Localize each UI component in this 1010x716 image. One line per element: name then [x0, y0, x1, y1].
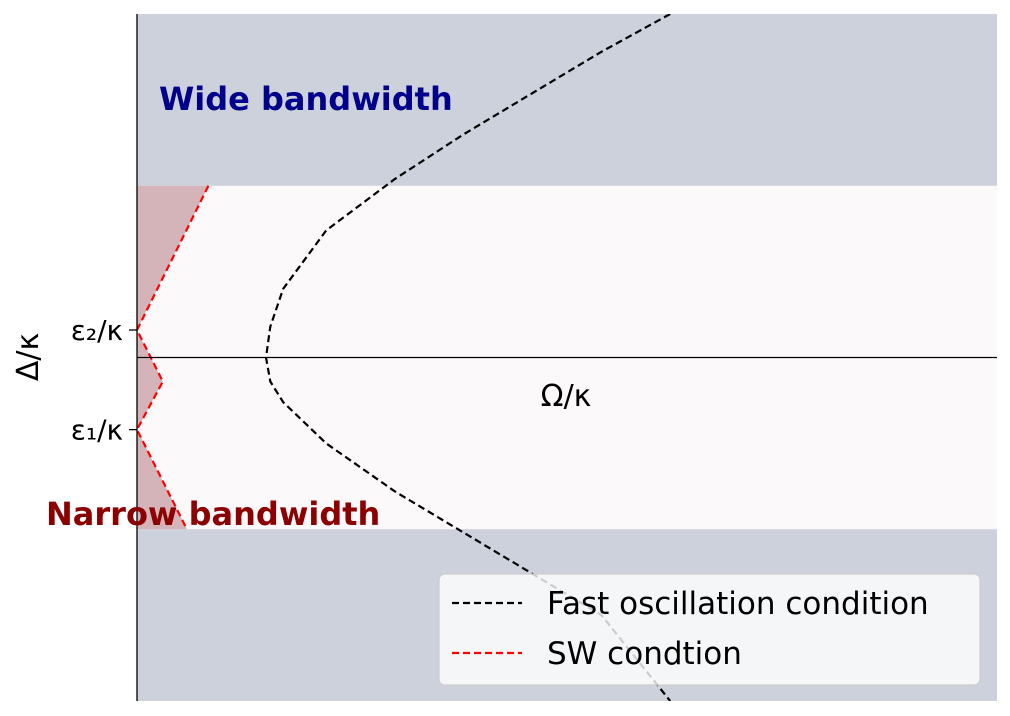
legend-entry: Fast oscillation condition	[547, 586, 929, 622]
y-tick-label: ε₂/κ	[71, 314, 123, 347]
annotation-narrow-bandwidth: Narrow bandwidth	[46, 495, 380, 533]
series-line-sw-condition	[137, 185, 210, 530]
y-tick-label: ε₁/κ	[71, 414, 123, 447]
region-wide-top	[137, 14, 997, 186]
region-sw	[137, 185, 209, 530]
y-axis-label: Δ/κ	[11, 333, 46, 381]
legend-entry: SW condtion	[547, 636, 742, 672]
legend: Fast oscillation condition SW condtion	[438, 573, 981, 686]
x-axis-label: Ω/κ	[541, 379, 592, 414]
legend-box	[438, 573, 981, 686]
annotation-wide-bandwidth: Wide bandwidth	[159, 80, 453, 118]
axes-layer	[129, 14, 997, 701]
